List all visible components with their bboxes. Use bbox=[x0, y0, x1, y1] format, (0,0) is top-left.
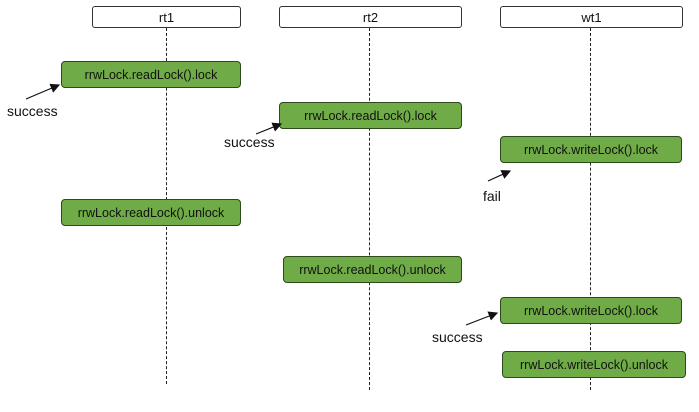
lifeline-wt1 bbox=[590, 28, 591, 390]
lifeline-header-wt1: wt1 bbox=[500, 6, 683, 28]
arrow-success-rt1 bbox=[25, 83, 61, 100]
note-success-wt1: success bbox=[432, 329, 483, 345]
op-rt1-readlock-lock: rrwLock.readLock().lock bbox=[61, 61, 241, 88]
op-wt1-writelock-unlock: rrwLock.writeLock().unlock bbox=[502, 351, 686, 378]
note-success-rt1: success bbox=[7, 103, 58, 119]
op-wt1-writelock-lock-2: rrwLock.writeLock().lock bbox=[500, 297, 682, 324]
arrow-success-rt2 bbox=[255, 122, 283, 135]
lifeline-header-rt1: rt1 bbox=[92, 6, 241, 28]
op-rt1-readlock-unlock: rrwLock.readLock().unlock bbox=[61, 199, 241, 226]
op-wt1-writelock-lock-1: rrwLock.writeLock().lock bbox=[500, 136, 682, 163]
note-fail-wt1: fail bbox=[483, 188, 501, 204]
note-success-rt2: success bbox=[224, 134, 275, 150]
op-rt2-readlock-lock: rrwLock.readLock().lock bbox=[279, 102, 462, 129]
op-rt2-readlock-unlock: rrwLock.readLock().unlock bbox=[283, 256, 462, 283]
arrow-fail-wt1 bbox=[487, 170, 512, 182]
lifeline-header-rt2: rt2 bbox=[279, 6, 462, 28]
lifeline-rt2 bbox=[369, 28, 370, 390]
arrow-success-wt1 bbox=[465, 311, 499, 326]
